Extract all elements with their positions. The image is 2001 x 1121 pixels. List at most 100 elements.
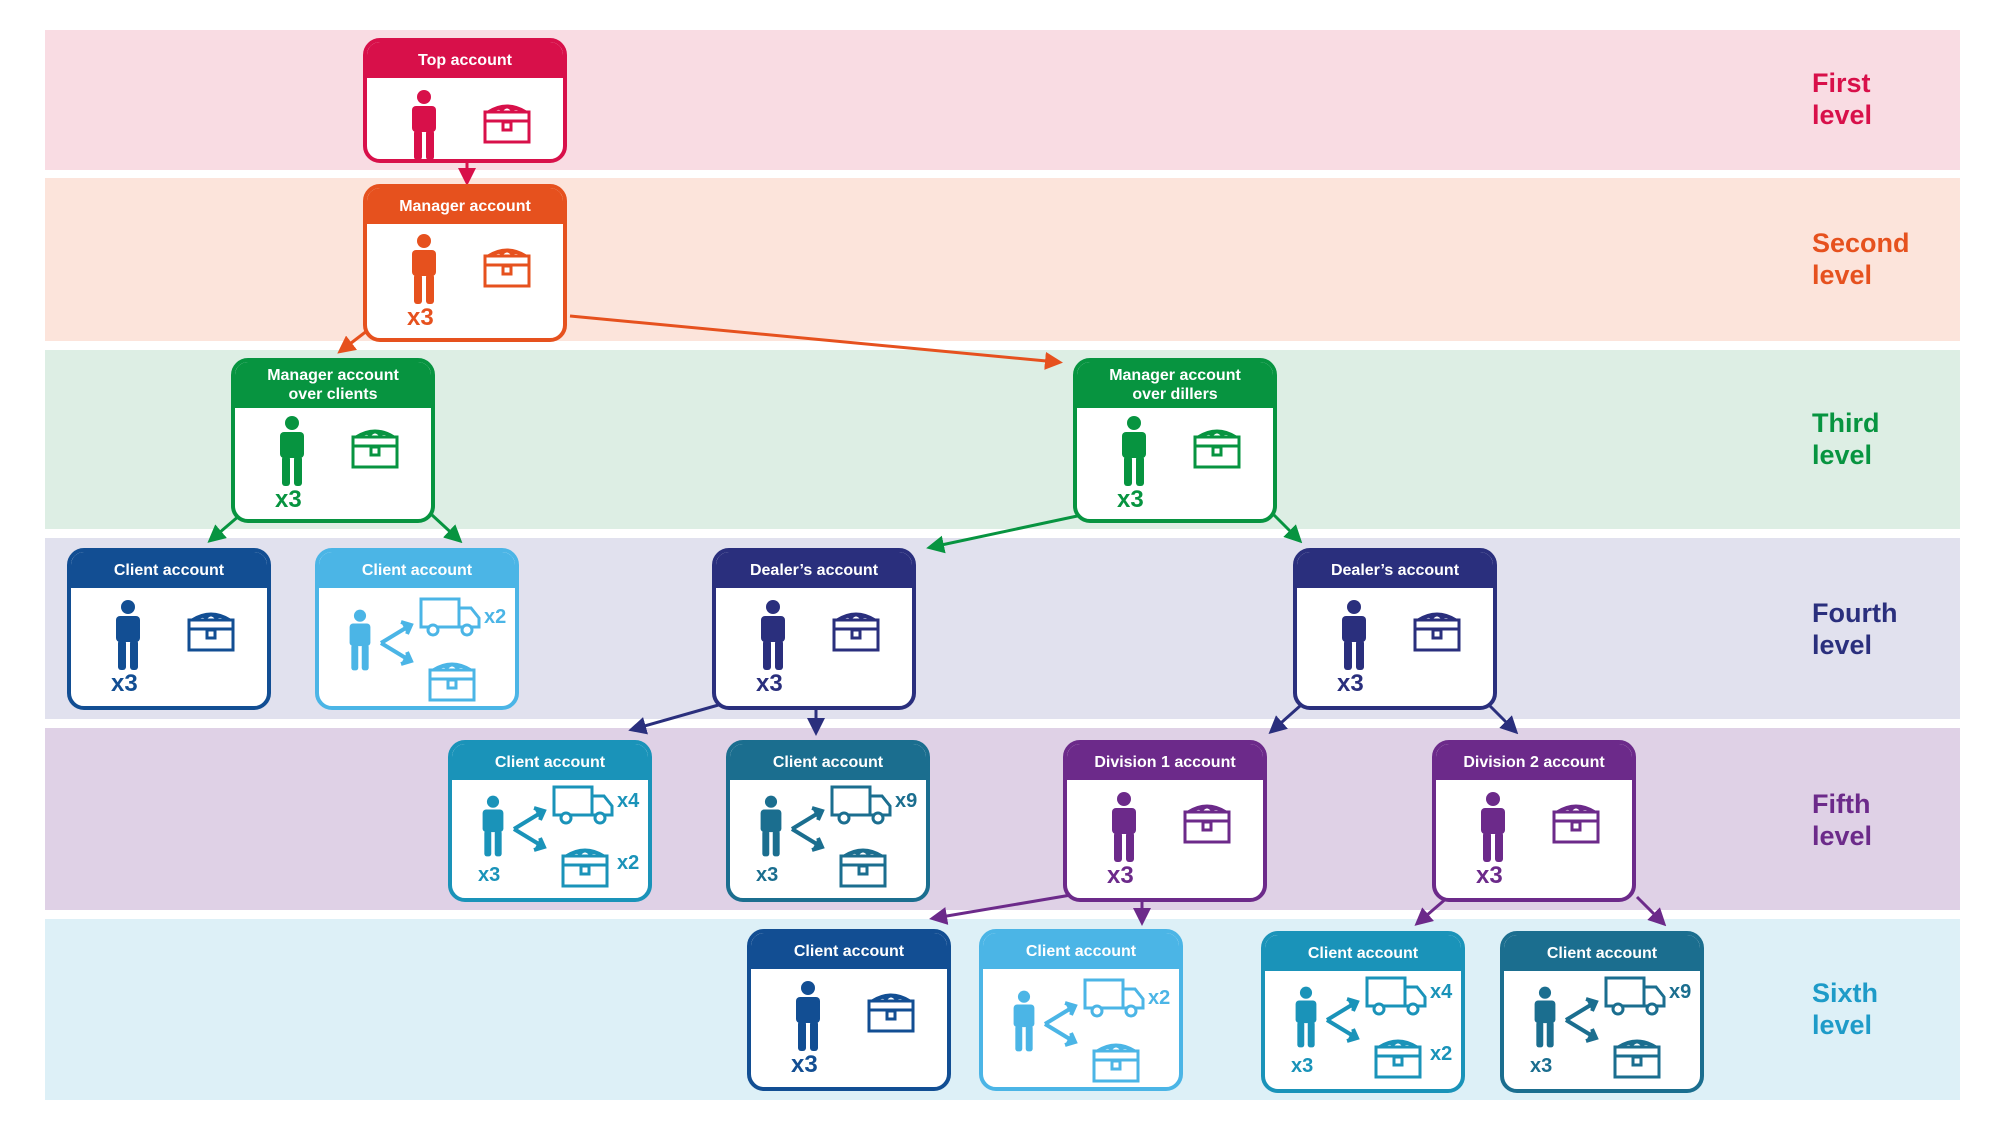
card-title: Top account [367, 42, 563, 78]
multiplier-label: x3 [275, 486, 302, 513]
fifth-level-label: Fifth level [1812, 789, 1873, 851]
l5-client-account-teal-card: Client account x3 x9 [726, 740, 930, 902]
card-title: Manager account over dillers [1077, 362, 1273, 408]
card-title: Dealer’s account [716, 552, 912, 588]
multiplier-label: x3 [478, 864, 501, 886]
truck-multiplier-label: x9 [895, 790, 918, 812]
multiplier-label: x3 [111, 670, 138, 697]
truck-multiplier-label: x9 [1669, 981, 1692, 1003]
l6-client-account-light-card: Client account x2 [979, 929, 1183, 1091]
branch-arrows-icon [1043, 1001, 1078, 1047]
card-title: Client account [71, 552, 267, 588]
arrow-div2-to-client-d [1635, 895, 1667, 927]
arrow-dealer-b-to-div2 [1488, 704, 1519, 735]
multiplier-label: x3 [756, 670, 783, 697]
card-title: Client account [730, 744, 926, 780]
chest-icon [839, 848, 887, 888]
card-title: Client account [1265, 935, 1461, 971]
truck-icon [552, 785, 614, 825]
l6-client-account-cyan-card: Client account x3 x4 x2 [1261, 931, 1465, 1093]
person-icon [1112, 792, 1136, 862]
multiplier-label: x3 [1291, 1055, 1314, 1077]
person-icon [760, 795, 782, 857]
chest-icon [1193, 429, 1241, 469]
truck-multiplier-label: x4 [1430, 981, 1453, 1003]
arrow-manager-to-mgr-dillers [569, 314, 1063, 370]
top-account-card: Top account [363, 38, 567, 163]
truck-multiplier-label: x4 [617, 790, 640, 812]
manager-over-clients-card: Manager account over clients x3 [231, 358, 435, 523]
card-title: Division 1 account [1067, 744, 1263, 780]
l5-division2-account-card: Division 2 account x3 [1432, 740, 1636, 902]
chest-icon [483, 248, 531, 288]
chest-multiplier-label: x2 [1430, 1043, 1453, 1065]
l4-dealer-account-b-card: Dealer’s account x3 [1293, 548, 1497, 710]
arrow-mgr-clients-to-client-b [430, 513, 463, 544]
l5-client-account-cyan-card: Client account x3 x4 x2 [448, 740, 652, 902]
card-title: Division 2 account [1436, 744, 1632, 780]
l6-client-account-dark-card: Client account x3 [747, 929, 951, 1091]
person-icon [1534, 986, 1556, 1048]
card-title: Manager account [367, 188, 563, 224]
chest-icon [187, 612, 235, 652]
chest-icon [832, 612, 880, 652]
band-fifth-level [45, 728, 1960, 910]
truck-multiplier-label: x2 [1148, 987, 1171, 1009]
person-icon [116, 600, 140, 670]
l4-dealer-account-a-card: Dealer’s account x3 [712, 548, 916, 710]
sixth-level-label: Sixth level [1812, 978, 1879, 1040]
multiplier-label: x3 [1530, 1055, 1553, 1077]
truck-icon [1365, 976, 1427, 1016]
arrow-mgr-dillers-to-dealer-a [926, 513, 1083, 554]
chest-icon [1413, 612, 1461, 652]
multiplier-label: x3 [756, 864, 779, 886]
manager-account-card: Manager account x3 [363, 184, 567, 342]
third-level-label: Third level [1812, 408, 1880, 470]
l5-division1-account-card: Division 1 account x3 [1063, 740, 1267, 902]
multiplier-label: x3 [1107, 862, 1134, 889]
card-title: Client account [751, 933, 947, 969]
chest-icon [561, 848, 609, 888]
chest-icon [1183, 804, 1231, 844]
card-title: Client account [319, 552, 515, 588]
branch-arrows-icon [790, 806, 825, 852]
multiplier-label: x3 [791, 1051, 818, 1078]
l4-client-account-light-card: Client account x2 [315, 548, 519, 710]
person-icon [1481, 792, 1505, 862]
truck-icon [830, 785, 892, 825]
multiplier-label: x3 [1476, 862, 1503, 889]
chest-icon [483, 104, 531, 144]
chest-icon [1613, 1039, 1661, 1079]
l6-client-account-teal-card: Client account x3 x9 [1500, 931, 1704, 1093]
branch-arrows-icon [379, 620, 414, 666]
chest-icon [1552, 804, 1600, 844]
l4-client-account-dark-card: Client account x3 [67, 548, 271, 710]
chest-icon [428, 662, 476, 702]
arrow-div1-to-client-a [929, 893, 1072, 925]
truck-icon [1604, 976, 1666, 1016]
manager-over-dillers-card: Manager account over dillers x3 [1073, 358, 1277, 523]
truck-icon [419, 597, 481, 637]
arrow-dealer-b-to-div1 [1268, 704, 1301, 734]
person-icon [796, 981, 820, 1051]
person-icon [280, 416, 304, 486]
arrow-dealer-a-to-client-a [628, 702, 723, 735]
person-icon [482, 795, 504, 857]
person-icon [1342, 600, 1366, 670]
fourth-level-label: Fourth level [1812, 598, 1898, 660]
person-icon [1295, 986, 1317, 1048]
chest-icon [1092, 1043, 1140, 1083]
chest-icon [1374, 1039, 1422, 1079]
person-icon [349, 609, 371, 671]
person-icon [1122, 416, 1146, 486]
multiplier-label: x3 [407, 304, 434, 331]
chest-icon [867, 993, 915, 1033]
card-title: Client account [983, 933, 1179, 969]
truck-icon [1083, 978, 1145, 1018]
person-icon [412, 234, 436, 304]
branch-arrows-icon [1325, 997, 1360, 1043]
card-title: Dealer’s account [1297, 552, 1493, 588]
branch-arrows-icon [1564, 997, 1599, 1043]
card-title: Client account [1504, 935, 1700, 971]
